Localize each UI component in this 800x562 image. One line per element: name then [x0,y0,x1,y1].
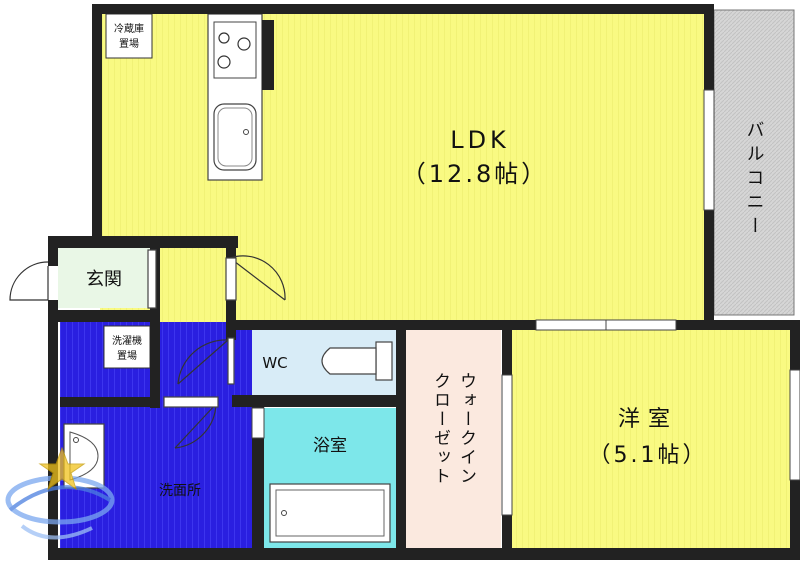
bath-label: 浴室 [313,436,347,456]
ldk-label: LDK [450,126,510,154]
watermark-logo [5,446,115,540]
fridge-space [105,13,153,59]
entrance-label: 玄関 [86,269,122,290]
western-size-label: （5.1帖） [589,443,708,468]
washer-label-line1: 洗濯機 [112,334,142,347]
wc-label: WC [262,354,287,372]
closet-label-line2: クローゼット [430,372,450,486]
balcony-label: バルコニー [744,120,765,240]
western-room [512,328,792,548]
fridge-label-line1: 冷蔵庫 [114,22,144,35]
doors [9,249,286,449]
closet-label-line1: ウォークイン [456,372,476,486]
washer-label-line2: 置場 [117,349,137,362]
balcony-area [713,9,795,316]
fridge-label-line2: 置場 [119,37,139,50]
windows [251,89,800,516]
washer-space [103,325,151,369]
kitchen-counter [207,13,263,181]
ldk-size-label: （12.8帖） [402,160,548,188]
western-label: 洋室 [618,407,678,432]
bathtub [269,483,391,543]
closet-room [406,328,501,548]
toilet [321,341,393,381]
washroom-label: 洗面所 [159,483,201,499]
entrance-room [58,248,158,308]
